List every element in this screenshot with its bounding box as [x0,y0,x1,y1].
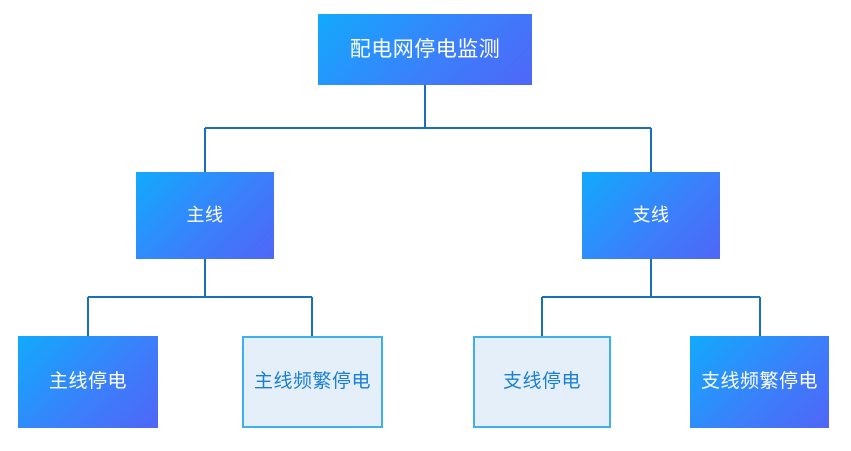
node-main-line-outage-label: 主线停电 [48,370,127,392]
node-branch-line-frequent-outage[interactable]: 支线频繁停电 [690,336,829,428]
node-main-line-frequent-outage[interactable]: 主线频繁停电 [242,336,383,428]
node-main-line[interactable]: 主线 [136,172,274,259]
node-branch-line[interactable]: 支线 [582,172,720,259]
node-root-label: 配电网停电监测 [349,37,501,61]
node-branch-line-outage-label: 支线停电 [502,370,581,392]
node-branch-line-label: 支线 [632,204,670,225]
node-branch-line-frequent-outage-label: 支线频繁停电 [700,370,818,392]
node-main-line-frequent-outage-label: 主线频繁停电 [253,370,371,392]
node-main-line-outage[interactable]: 主线停电 [18,336,158,428]
node-root-distribution-network-outage-monitoring[interactable]: 配电网停电监测 [318,14,532,85]
node-main-line-label: 主线 [186,204,224,225]
node-branch-line-outage[interactable]: 支线停电 [473,336,611,428]
